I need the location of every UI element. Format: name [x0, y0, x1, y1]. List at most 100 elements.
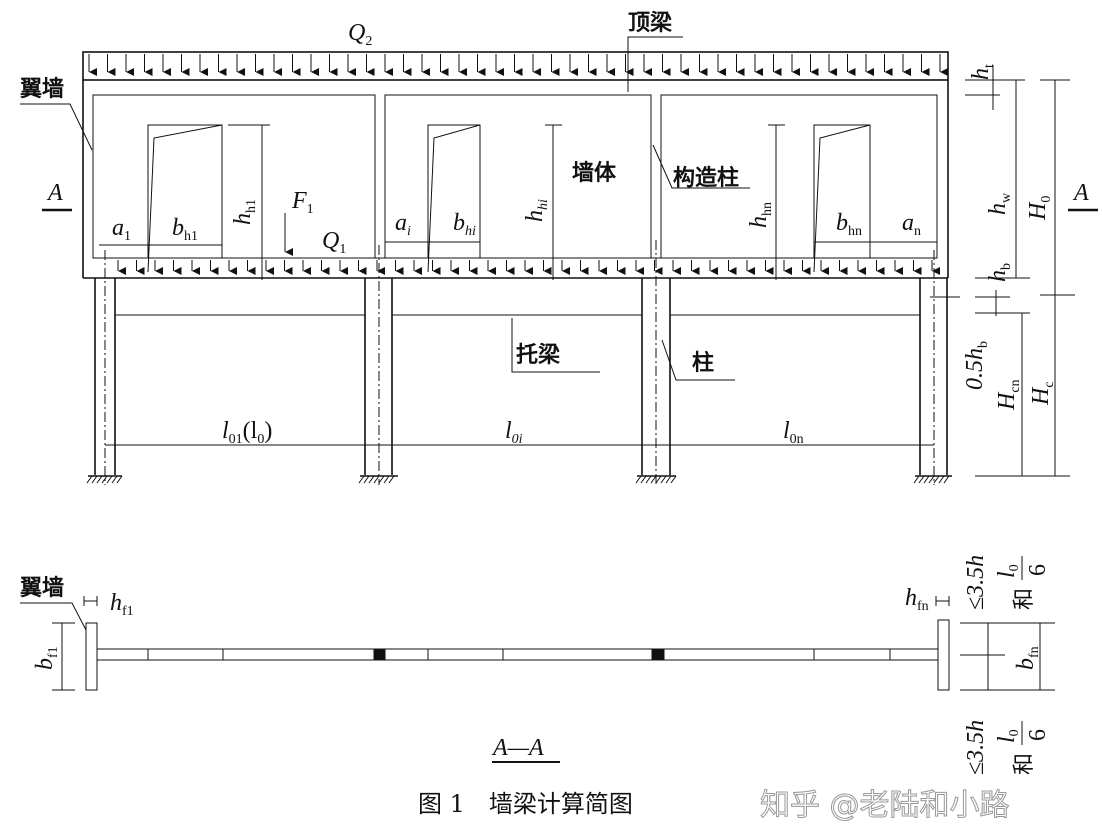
label-wing-wall-section: 翼墙 — [20, 575, 64, 601]
support-hatch — [650, 475, 657, 484]
sym-Hcn: Hcn — [994, 379, 1023, 411]
sym-l0n: l0n — [783, 418, 804, 447]
figure-caption: 图 1 墙梁计算简图 — [418, 790, 633, 818]
opening-1 — [147, 124, 223, 259]
limit-text: ≤3.5h — [963, 555, 989, 610]
limit-fraction-numerator: l0 — [994, 564, 1022, 578]
support-hatch — [645, 475, 652, 484]
section-mark-right: A — [1072, 180, 1089, 206]
support-hatch — [943, 475, 950, 484]
column-centerlines — [104, 240, 935, 485]
label-column: 柱 — [692, 350, 714, 376]
sym-l0i: l0i — [505, 418, 523, 447]
limit-fraction-numerator: l0 — [994, 729, 1022, 743]
sym-bhi: bhi — [453, 210, 476, 239]
column-1 — [94, 278, 116, 475]
door-leaf-n — [813, 124, 871, 273]
constructional-column-section — [652, 649, 664, 660]
wing-wall-left-section — [85, 622, 98, 691]
support-hatch — [96, 475, 103, 484]
watermark: 知乎 @老陆和小路 — [760, 788, 1010, 823]
section-a-a: 翼墙 hf1 hfn bf1 bfn ≤3.5h 和 l0 6 ≤3.5h 和 … — [20, 555, 1055, 775]
wall-segment — [384, 648, 429, 661]
support-hatch — [368, 475, 375, 484]
label-wing-wall: 翼墙 — [20, 76, 64, 102]
sym-H0: H0 — [1025, 196, 1054, 221]
support-hatch — [928, 475, 935, 484]
fixed-support-hatching — [86, 475, 952, 484]
support-hatch — [388, 475, 395, 484]
limit-and: 和 — [1012, 588, 1037, 610]
top-load-q2 — [82, 51, 949, 81]
wall-segments — [96, 648, 939, 661]
support-hatch — [635, 475, 642, 484]
opening-i — [427, 124, 481, 259]
support-hatch — [373, 475, 380, 484]
sym-hb: hb — [985, 263, 1014, 282]
limit-and: 和 — [1012, 753, 1037, 775]
openings — [147, 124, 871, 273]
sym-bf1: bf1 — [32, 646, 61, 670]
flange-limit-top: ≤3.5h 和 l0 6 — [963, 555, 1051, 610]
leader-lines — [20, 36, 1098, 763]
sym-bh1: bh1 — [172, 215, 198, 244]
section-dimension-lines — [20, 596, 1055, 691]
support-hatch — [116, 475, 123, 484]
sym-Hc: Hc — [1028, 381, 1057, 406]
flange-limit-bottom: ≤3.5h 和 l0 6 — [963, 720, 1051, 775]
support-hatch — [86, 475, 93, 484]
support-hatch — [91, 475, 98, 484]
support-hatch — [913, 475, 920, 484]
wall-segment — [96, 648, 149, 661]
section-mark-left: A — [46, 180, 63, 206]
wall-segment — [889, 648, 939, 661]
sym-hhi: hhi — [522, 199, 551, 222]
opening-n — [813, 124, 871, 259]
support-hatch — [358, 475, 365, 484]
door-leaf-1 — [147, 124, 223, 273]
sym-0.5hb: 0.5hb — [962, 341, 991, 390]
sym-ht: ht — [968, 64, 997, 80]
support-hatch — [933, 475, 940, 484]
constructional-column-section — [374, 649, 385, 660]
top-load-arrows — [88, 54, 948, 76]
label-wall-body: 墙体 — [572, 160, 617, 186]
wing-wall-right-section — [937, 619, 950, 691]
sym-hh1: hh1 — [230, 199, 259, 225]
limit-text: ≤3.5h — [963, 720, 989, 775]
sym-Q1: Q1 — [322, 228, 346, 257]
sym-bhn: bhn — [836, 210, 862, 239]
support-hatch — [938, 475, 945, 484]
support-hatch — [106, 475, 113, 484]
sym-hhn: hhn — [746, 202, 775, 228]
support-hatch — [640, 475, 647, 484]
sym-bfn: bfn — [1013, 646, 1042, 670]
label-top-beam: 顶梁 — [628, 10, 672, 36]
support-hatch — [918, 475, 925, 484]
sym-F1: F1 — [291, 188, 314, 217]
support-hatch — [670, 475, 677, 484]
section-title: A—A — [491, 735, 544, 761]
dimension-lines — [99, 65, 1075, 477]
support-hatch — [665, 475, 672, 484]
sym-Q2: Q2 — [348, 20, 372, 49]
column-3 — [641, 278, 671, 475]
sym-a1: a1 — [112, 215, 131, 244]
support-hatch — [383, 475, 390, 484]
sym-l01: l01(l0) — [222, 418, 272, 447]
sym-hw: hw — [985, 192, 1014, 215]
label-constructional-column: 构造柱 — [673, 165, 739, 191]
column-2 — [364, 278, 393, 475]
wall-outline — [82, 80, 949, 279]
door-leaf-i — [427, 124, 481, 273]
limit-fraction-denominator: 6 — [1025, 729, 1051, 741]
sym-ai: ai — [395, 210, 411, 239]
limit-fraction-denominator: 6 — [1025, 564, 1051, 576]
sym-hfn: hfn — [905, 585, 929, 614]
sym-an: an — [902, 210, 921, 239]
wall-segment — [502, 648, 653, 661]
bottom-load-arrows — [117, 260, 940, 275]
elevation: 翼墙 顶梁 墙体 构造柱 托梁 柱 A A Q2 Q1 F1 a1 bh1 ai… — [20, 10, 1098, 763]
support-hatch — [378, 475, 385, 484]
